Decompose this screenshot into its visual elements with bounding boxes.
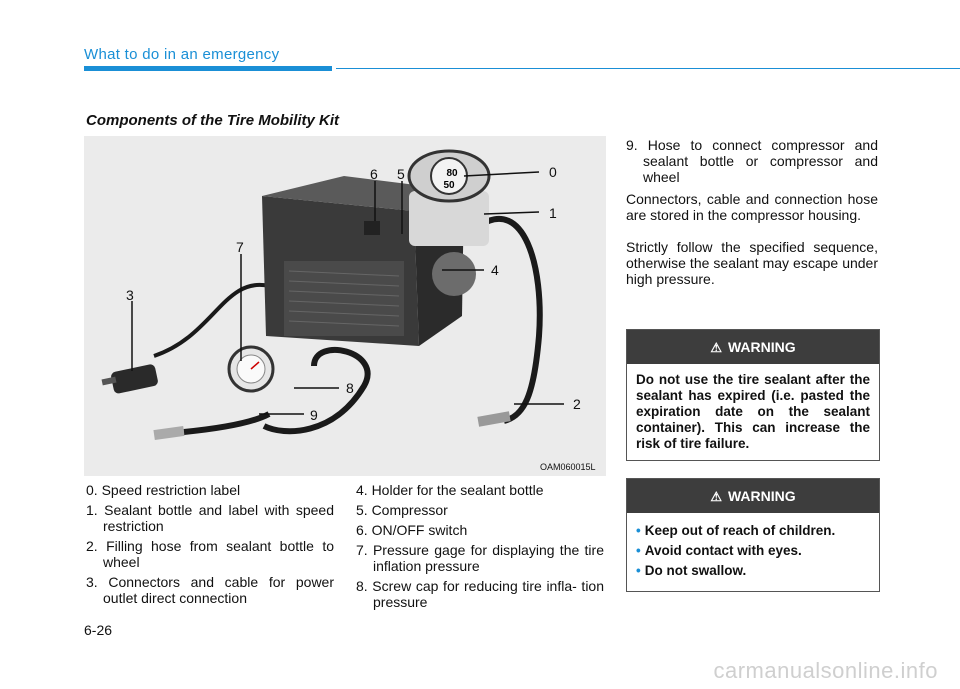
- callout-7: 7: [236, 239, 244, 255]
- callout-5: 5: [397, 166, 405, 182]
- gauge-label-50: 50: [443, 180, 455, 191]
- list-item: 7. Pressure gage for displaying the tire…: [356, 542, 604, 574]
- warning-box-safety: ⚠WARNING •Keep out of reach of children.…: [626, 478, 880, 592]
- tire-mobility-kit-figure: 80 50 0 1 2 3 4 5 6 7 8 9: [84, 136, 606, 476]
- watermark: carmanualsonline.info: [713, 658, 938, 683]
- list-item: 5. Compressor: [356, 502, 448, 518]
- page-title: Components of the Tire Mobility Kit: [86, 112, 340, 129]
- list-item: 9. Hose to connect compressor and sealan…: [626, 137, 878, 185]
- callout-8: 8: [346, 380, 354, 396]
- callout-0: 0: [549, 164, 557, 180]
- list-item: 1. Sealant bottle and label with speed r…: [86, 502, 334, 534]
- kit-illustration: 80 50 0 1 2 3 4 5 6 7 8 9: [101, 149, 581, 441]
- warning-header: ⚠ WARNING: [627, 330, 879, 364]
- list-item: 4. Holder for the sealant bottle: [356, 482, 544, 498]
- right-column: 9. Hose to connect compressor and sealan…: [626, 137, 878, 287]
- sequence-paragraph: Strictly follow the specified sequence, …: [626, 239, 878, 287]
- callout-4: 4: [491, 262, 499, 278]
- warning-header: ⚠ WARNING: [627, 479, 879, 513]
- list-item: 8. Screw cap for reducing tire infla- ti…: [356, 578, 604, 610]
- list-item: 2. Filling hose from sealant bottle to w…: [86, 538, 334, 570]
- warning-triangle-icon: ⚠: [710, 489, 722, 504]
- page-number: 6-26: [84, 622, 113, 638]
- bullet-item: •Keep out of reach of children.: [636, 523, 870, 539]
- header-bar-accent: [84, 66, 332, 71]
- warning-heading: WARNING: [727, 339, 796, 355]
- callout-9: 9: [310, 407, 318, 423]
- bullet-icon: •: [636, 563, 641, 578]
- warning-text: Do not use the tire sealant after the se…: [636, 372, 870, 451]
- list-item: 0. Speed restriction label: [86, 482, 241, 498]
- callout-2: 2: [573, 396, 581, 412]
- bullet-item: •Do not swallow.: [636, 563, 870, 579]
- callout-6: 6: [370, 166, 378, 182]
- figure-code: OAM060015L: [540, 462, 596, 472]
- components-list-1: 0. Speed restriction label 1. Sealant bo…: [86, 482, 334, 610]
- storage-paragraph: Connectors, cable and connection hose ar…: [626, 191, 878, 223]
- list-item: 6. ON/OFF switch: [356, 522, 468, 538]
- bullet-text: Do not swallow.: [644, 563, 747, 578]
- warning-box-sealant: ⚠ WARNING Do not use the tire sealant aft…: [626, 329, 880, 461]
- header-rule: [336, 68, 960, 69]
- warning-bullets: •Keep out of reach of children. •Avoid c…: [627, 513, 879, 591]
- warning-triangle-icon: ⚠: [710, 340, 722, 355]
- gauge-label-80: 80: [446, 168, 458, 179]
- bullet-item: •Avoid contact with eyes.: [636, 543, 870, 559]
- components-list-2: 4. Holder for the sealant bottle 5. Comp…: [356, 482, 604, 614]
- list-item: 3. Connectors and cable for power outlet…: [86, 574, 334, 606]
- bullet-icon: •: [636, 523, 641, 538]
- warning-heading: WARNING: [727, 488, 796, 504]
- callout-1: 1: [549, 205, 557, 221]
- bullet-text: Keep out of reach of children.: [644, 523, 836, 538]
- bullet-text: Avoid contact with eyes.: [644, 543, 802, 558]
- section-header: What to do in an emergency: [84, 46, 280, 63]
- bullet-icon: •: [636, 543, 641, 558]
- callout-3: 3: [126, 287, 134, 303]
